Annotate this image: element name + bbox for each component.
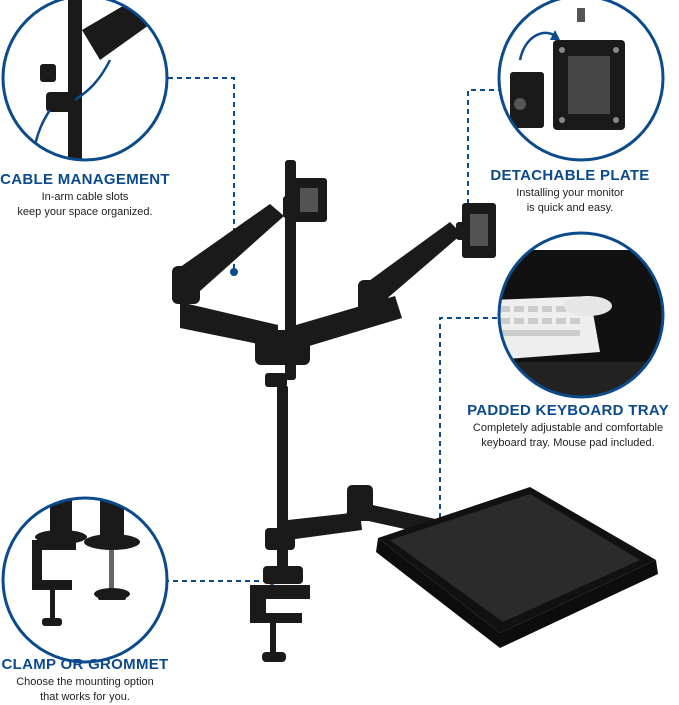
detail-detachable-plate <box>497 0 665 162</box>
callout-plate-line2: is quick and easy. <box>526 202 614 214</box>
left-gas-arm <box>176 204 284 300</box>
callout-cable-management: CABLE MANAGEMENT In-arm cable slots keep… <box>0 171 170 220</box>
callout-tray-desc: Completely adjustable and comfortable ke… <box>458 421 678 451</box>
pole-collar <box>265 373 287 387</box>
callout-tray-title: PADDED KEYBOARD TRAY <box>467 402 669 419</box>
callout-cable-line2: keep your space organized. <box>17 206 153 218</box>
leader-cable <box>150 77 235 272</box>
callout-clamp-desc: Choose the mounting option that works fo… <box>0 675 170 705</box>
callout-cable-desc: In-arm cable slots keep your space organ… <box>0 190 170 220</box>
callout-keyboard-tray: PADDED KEYBOARD TRAY Completely adjustab… <box>458 402 678 451</box>
left-lower-arm <box>180 302 278 348</box>
detail-clamp-grommet <box>1 496 169 664</box>
clamp-knob <box>262 652 286 662</box>
keyboard-lower-arm <box>288 512 362 540</box>
callout-clamp-title: CLAMP OR GROMMET <box>1 656 169 673</box>
callout-clamp-grommet: CLAMP OR GROMMET Choose the mounting opt… <box>0 656 170 705</box>
detail-keyboard-tray <box>497 231 665 399</box>
keyboard-tray <box>376 487 658 648</box>
right-vesa-plate <box>456 203 496 258</box>
callout-plate-desc: Installing your monitor is quick and eas… <box>490 186 650 216</box>
base-collar <box>263 566 303 584</box>
callout-clamp-line2: that works for you. <box>40 691 130 703</box>
callout-tray-line1: Completely adjustable and comfortable <box>472 422 664 434</box>
lower-pole <box>277 385 288 575</box>
callout-cable-title: CABLE MANAGEMENT <box>0 171 170 188</box>
callout-tray-line2: keyboard tray. Mouse pad included. <box>481 437 655 449</box>
callout-clamp-line1: Choose the mounting option <box>16 676 154 688</box>
callout-cable-line1: In-arm cable slots <box>41 191 129 203</box>
callout-plate-title: DETACHABLE PLATE <box>490 167 650 184</box>
vesa-plate-icon <box>510 8 625 130</box>
left-vesa-plate <box>283 178 327 222</box>
c-clamp <box>250 585 310 623</box>
callout-detachable-plate: DETACHABLE PLATE Installing your monitor… <box>490 167 650 216</box>
desk-mount <box>172 160 658 662</box>
detail-cable-management <box>1 0 169 162</box>
leader-tray <box>439 317 497 543</box>
callout-plate-line1: Installing your monitor <box>516 187 624 199</box>
clamp-grommet-icon <box>32 498 140 626</box>
